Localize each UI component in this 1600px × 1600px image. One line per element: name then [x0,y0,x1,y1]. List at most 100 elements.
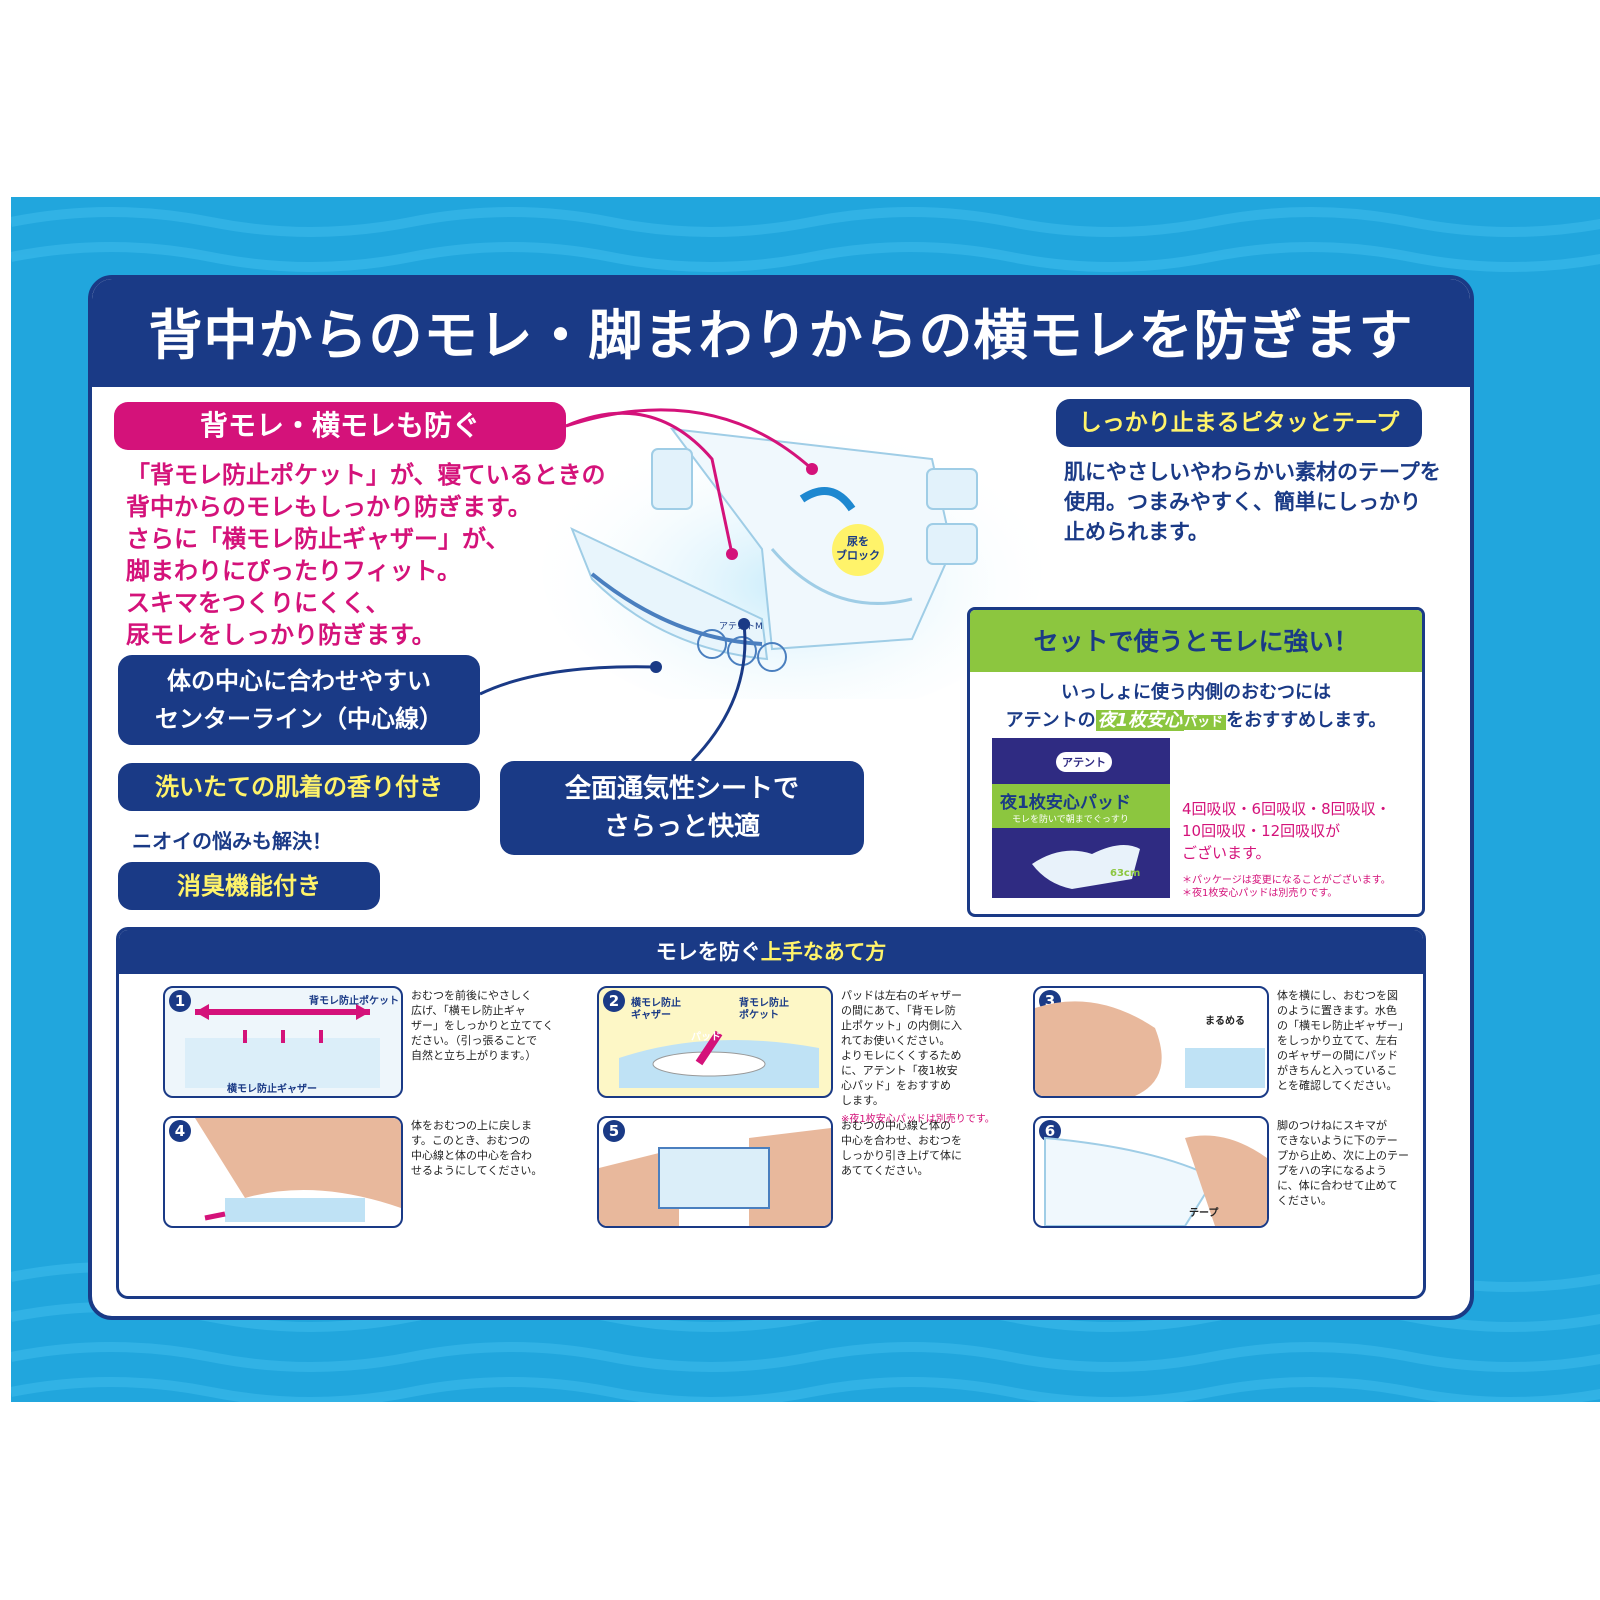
step-number: 1 [169,990,191,1012]
step-text-line: の間にあて、「背モレ防 [841,1004,956,1017]
step-text-line: 脚のつけねにスキマが [1277,1119,1387,1132]
step-text-line: 止ポケット」の内側に入 [841,1019,962,1032]
step-label: 横モレ防止ギャザー [227,1084,317,1095]
step-text-line: あててください。 [841,1164,929,1177]
step-label: 背モレ防止 [739,998,789,1009]
urine-block-text: ブロック [836,549,880,562]
step-3-text: 体を横にし、おむつを図 のように置きます。水色 の「横モレ防止ギャザー」 をしっ… [1277,988,1409,1093]
step-label: パッド [691,1032,721,1043]
deodorant-title: 消臭機能付き [177,872,321,900]
step-text-line: に、アテント「夜1枚安 [841,1064,958,1077]
breathable-text: さらっと快適 [603,812,760,842]
package-band [992,784,1170,828]
set-panel-line1: いっしょに使う内側のおむつには [1061,682,1331,703]
line2-pad: パッド [1184,715,1227,730]
step-text-line: 体をおむつの上に戻しま [411,1119,532,1132]
step-number: 4 [169,1120,191,1142]
connector-lines [479,408,814,763]
step-label: ポケット [739,1010,779,1021]
step-text-line: のように置きます。水色 [1277,1004,1397,1017]
set-panel-title: セットで使うとモレに強い！ [1033,627,1359,656]
scent-body: ニオイの悩みも解決！ [132,829,332,853]
step-text-line: よりモレにくくするため [841,1049,962,1062]
tape-title: しっかり止まるピタッとテープ [1056,399,1422,447]
step-label: 背モレ防止ポケット [309,996,399,1007]
breathable-pill: 全面通気性シートで さらっと快適 [500,761,864,855]
center-line-text: センターライン（中心線） [155,705,443,733]
absorb-line: 4回吸収・6回吸収・8回吸収・ [1182,800,1391,818]
tape-line: 止められます。 [1064,520,1209,544]
pad-package: アテント 夜1枚安心パッド モレを防いで朝までぐっすり 63cm [992,738,1170,898]
step-text-line: プをハの字になるよう [1277,1164,1387,1177]
urine-block-label: 尿を ブロック [832,524,884,576]
pad-placement-illustration [619,1030,819,1088]
side-lying-illustration [1035,1001,1265,1096]
side-leak-line: 尿モレをしっかり防ぎます。 [126,621,436,649]
package-size: 63cm [1110,868,1141,879]
step-text-line: せるようにしてください。 [411,1164,543,1177]
absorb-text: 4回吸収・6回吸収・8回吸収・ 10回吸収・12回吸収が ございます。 [1182,798,1391,864]
deodorant-pill: 消臭機能付き [118,862,380,910]
center-line-pill: 体の中心に合わせやすい センターライン（中心線） [118,655,480,745]
step-text-line: プから止め、次に上のテー [1277,1149,1409,1162]
diaper-brand-print: アテントM [719,622,763,632]
step-text-line: 中心を合わせ、おむつを [841,1134,962,1147]
step-text-line: 心パッド」をおすすめ [841,1079,951,1092]
side-leak-title: 背モレ・横モレも防ぐ [114,402,566,450]
step-text-line: 中心線と体の中心を合わ [411,1149,532,1162]
step-1-text: おむつを前後にやさしく 広げ、「横モレ防止ギャ ザー」をしっかりと立ててく ださ… [411,988,554,1063]
step-number: 5 [603,1120,625,1142]
step-text-line: ださい。（引っ張ることで [411,1034,538,1047]
step-text-line: 体を横にし、おむつを図 [1277,989,1398,1002]
step-5-illustration: 5 [597,1116,833,1228]
side-leak-title-text: 背モレ・横モレも防ぐ [199,409,480,442]
tape-title-text: しっかり止まるピタッとテープ [1078,410,1400,436]
set-panel: セットで使うとモレに強い！ いっしょに使う内側のおむつには アテントの夜1枚安心… [967,607,1425,917]
step-text-line: おむつの中心線と体の [841,1119,951,1132]
step-text-line: おむつを前後にやさしく [411,989,532,1002]
step-text-line: のギャザーの間にパッド [1277,1049,1398,1062]
step-label: まるめる [1205,1016,1245,1027]
tape-body: 肌にやさしいやわらかい素材のテープを 使用。つまみやすく、簡単にしっかり 止めら… [1064,457,1441,547]
step-text-line: 広げ、「横モレ防止ギャ [411,1004,526,1017]
headline-bar: 背中からのモレ・脚まわりからの横モレを防ぎます [92,279,1470,387]
set-panel-notes: ＊パッケージは変更になることがございます。 ＊夜1枚安心パッドは別売りです。 [1182,874,1391,900]
package-name: 夜1枚安心パッド [1000,793,1131,813]
note-line: ＊パッケージは変更になることがございます。 [1182,875,1391,886]
step-text-line: しっかり引き上げて体に [841,1149,962,1162]
step-4-text: 体をおむつの上に戻しま す。このとき、おむつの 中心線と体の中心を合わ せるよう… [411,1118,542,1178]
pull-up-illustration [599,1128,831,1226]
side-leak-line: 「背モレ防止ポケット」が、寝ているときの [126,461,606,489]
breathable-text: 全面通気性シートで [564,774,799,804]
set-panel-line2: アテントの夜1枚安心パッドをおすすめします。 [970,706,1422,732]
step-text-line: ザー」をしっかりと立ててく [411,1019,554,1032]
package-sub: モレを防いで朝までぐっすり [1012,815,1129,825]
howto-title-part1: モレを防ぐ [655,940,761,964]
step-2-illustration: 2 横モレ防止 ギャザー 背モレ防止 ポケット パッド [597,986,833,1098]
step-6-text: 脚のつけねにスキマが できないように下のテー プから止め、次に上のテー プをハの… [1277,1118,1409,1208]
line2-suffix: をおすすめします。 [1226,710,1387,731]
step-text-line: がきちんと入っているこ [1277,1064,1398,1077]
step-3-illustration: 3 まるめる [1033,986,1269,1098]
step-label: テープ [1189,1208,1219,1219]
step-text-line: をしっかり立てて、左右 [1277,1034,1398,1047]
package-pad-illustration [1032,845,1140,889]
diaper-illustration [542,419,1042,699]
side-leak-body: 「背モレ防止ポケット」が、寝ているときの 背中からのモレもしっかり防ぎます。 さ… [126,459,606,651]
back-onto-diaper-illustration [195,1118,401,1222]
step-text-line: の「横モレ防止ギャザー」 [1277,1019,1409,1032]
step-number: 2 [603,990,625,1012]
step-2-note: ※夜1枚安心パッドは別売りです。 [841,1114,995,1125]
step-number: 6 [1039,1120,1061,1142]
side-leak-line: スキマをつくりにくく、 [126,589,390,617]
package-brand: アテント [1056,752,1112,772]
step-5-text: おむつの中心線と体の 中心を合わせ、おむつを しっかり引き上げて体に あててくだ… [841,1118,962,1178]
headline: 背中からのモレ・脚まわりからの横モレを防ぎます [148,304,1414,367]
step-text-line: す。このとき、おむつの [411,1134,531,1147]
scent-title: 洗いたての肌着の香り付き [155,773,443,801]
line2-highlight: 夜1枚安心 [1095,710,1185,731]
side-leak-line: 背中からのモレもしっかり防ぎます。 [126,493,532,521]
center-line-text: 体の中心に合わせやすい [167,667,431,695]
step-text-line: ください。 [1277,1194,1332,1207]
line2-prefix: アテントの [1005,710,1096,731]
